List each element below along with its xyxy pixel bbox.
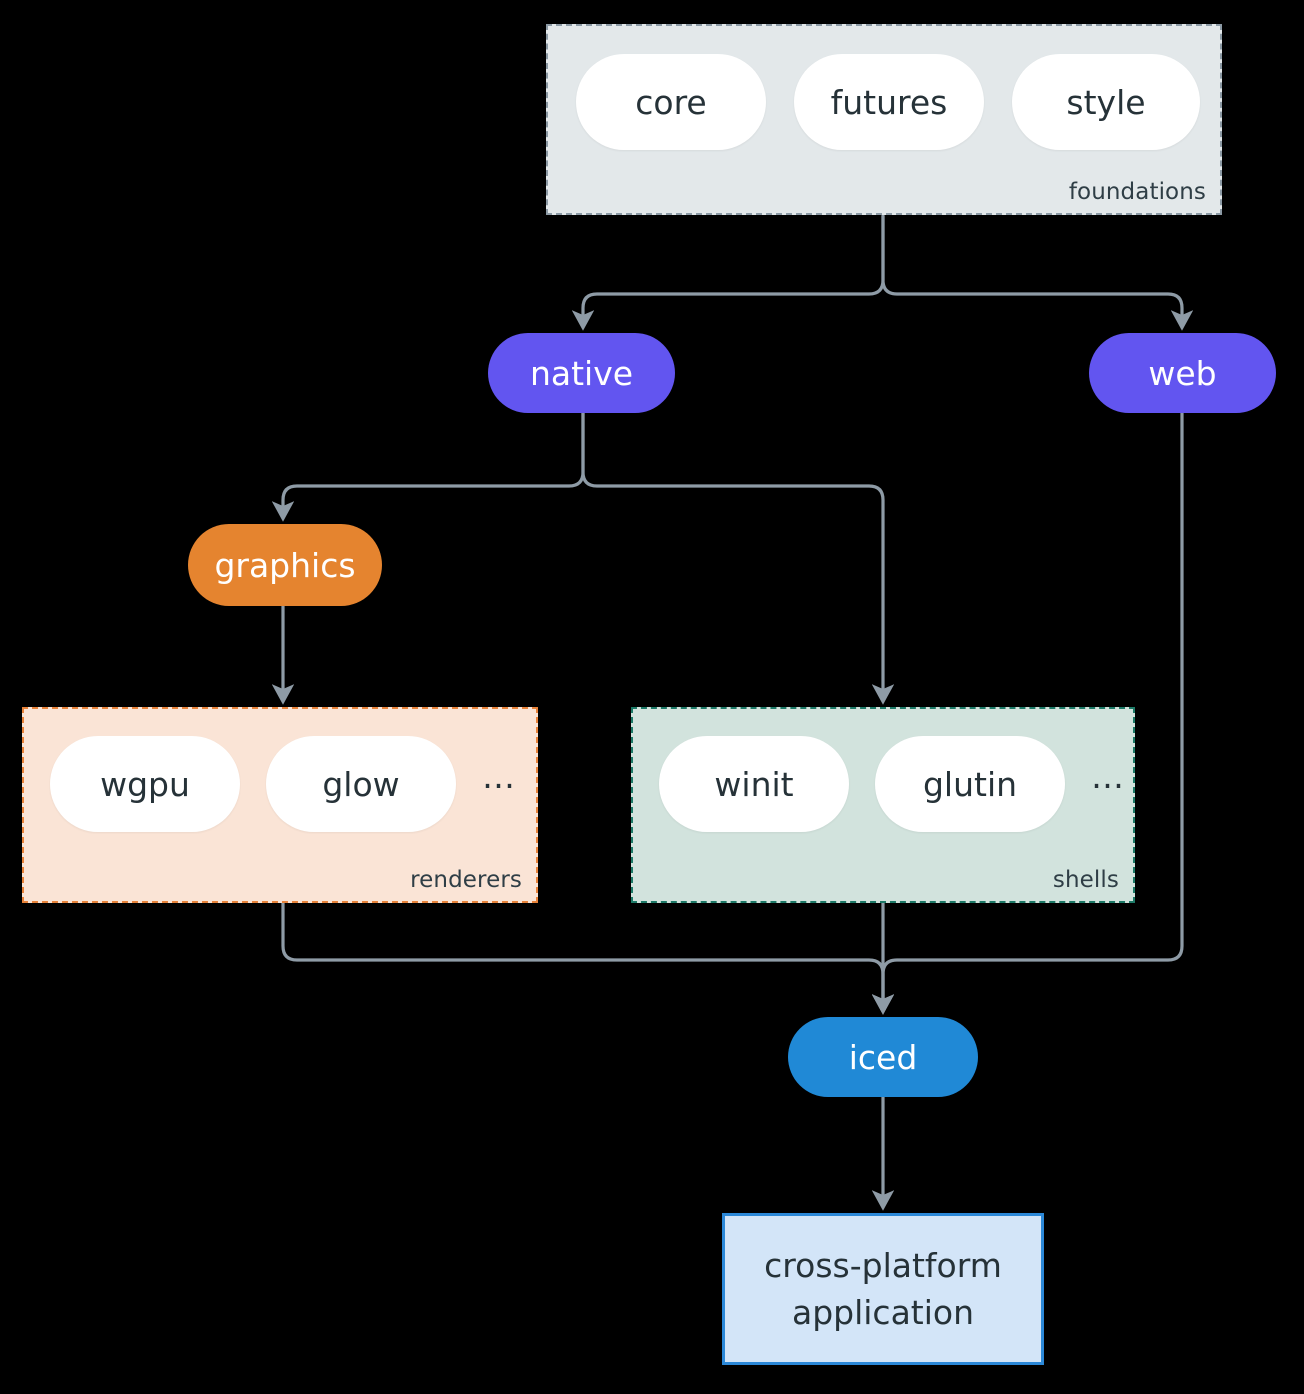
cluster-foundations-label: foundations <box>1068 179 1206 205</box>
node-iced[interactable]: iced <box>788 1017 978 1097</box>
renderers-more-ellipsis: … <box>482 757 515 796</box>
node-glow[interactable]: glow <box>266 736 456 832</box>
edge-renderers-iced <box>281 901 895 1015</box>
application-label-line1: cross-platform <box>764 1246 1002 1285</box>
node-web[interactable]: web <box>1089 333 1276 413</box>
node-futures[interactable]: futures <box>794 54 984 150</box>
shells-more-ellipsis: … <box>1091 757 1124 796</box>
node-graphics[interactable]: graphics <box>188 524 382 606</box>
cluster-renderers-nodes: wgpu glow … <box>24 736 536 832</box>
cluster-shells: winit glutin … shells <box>631 707 1135 903</box>
node-native[interactable]: native <box>488 333 675 413</box>
cluster-shells-nodes: winit glutin … <box>633 736 1133 832</box>
node-glutin[interactable]: glutin <box>875 736 1065 832</box>
node-style[interactable]: style <box>1012 54 1200 150</box>
application-label-line2: application <box>791 1293 975 1332</box>
edge-foundations-native <box>571 214 885 331</box>
cluster-renderers-label: renderers <box>410 867 522 893</box>
edge-native-shells <box>581 411 895 705</box>
cluster-shells-label: shells <box>1052 867 1119 893</box>
cluster-foundations-nodes: core futures style <box>548 54 1220 150</box>
cluster-renderers: wgpu glow … renderers <box>22 707 538 903</box>
cluster-foundations: core futures style foundations <box>546 24 1222 215</box>
edge-foundations-web <box>881 214 1194 331</box>
node-cross-platform-application[interactable]: cross-platform application <box>722 1213 1044 1365</box>
node-winit[interactable]: winit <box>659 736 849 832</box>
node-wgpu[interactable]: wgpu <box>50 736 240 832</box>
edge-native-graphics <box>271 411 585 522</box>
node-core[interactable]: core <box>576 54 766 150</box>
